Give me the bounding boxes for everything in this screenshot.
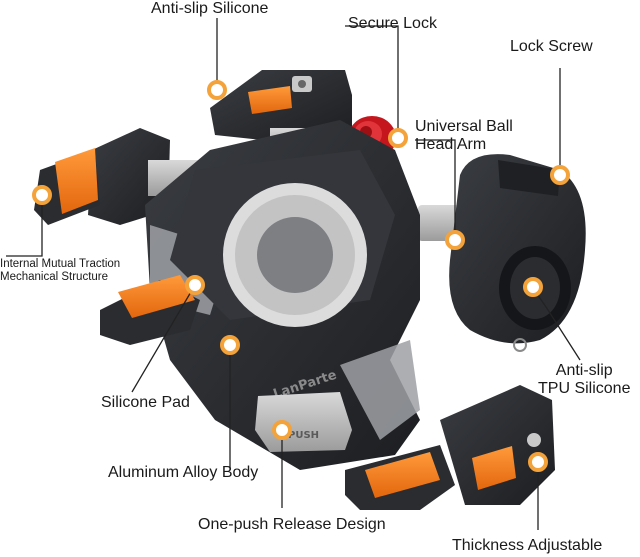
marker-secure-lock: [388, 128, 408, 148]
label-universal-ball-line1: Universal Ball: [415, 118, 513, 135]
thickness-adjust-screw-icon: [527, 433, 541, 447]
label-anti-slip-silicone: Anti-slip Silicone: [151, 0, 269, 17]
marker-anti-slip-silicone: [207, 80, 227, 100]
label-thickness-adjustable: Thickness Adjustable: [452, 537, 603, 554]
marker-tpu-silicone: [523, 277, 543, 297]
leader-silicone-pad: [131, 284, 196, 393]
label-internal-traction: Internal Mutual Traction Mechanical Stru…: [0, 258, 120, 284]
label-anti-slip-tpu: Anti-slip TPU Silicone: [538, 362, 630, 397]
marker-one-push: [272, 420, 292, 440]
bottom-left-silicone-pad: [118, 275, 195, 318]
main-body: LanParte: [145, 120, 420, 470]
left-grip: [34, 128, 208, 225]
bottom-release: PUSH: [255, 392, 352, 452]
body-right-panel: [340, 340, 420, 440]
label-universal-ball-line2: Head Arm: [415, 135, 487, 153]
marker-aluminum-body: [220, 335, 240, 355]
left-silicone-pad: [55, 148, 98, 214]
leader-universal-ball: [415, 139, 456, 240]
thickness-adjust-block: [440, 385, 555, 505]
label-internal-traction-line1: Internal Mutual Traction: [0, 258, 121, 270]
marker-universal-ball: [445, 230, 465, 250]
leader-secure-lock: [345, 25, 399, 136]
bottom-left-grip: [100, 275, 200, 345]
label-aluminum-alloy-body: Aluminum Alloy Body: [108, 464, 259, 481]
bottom-right-silicone-pad: [365, 452, 440, 498]
label-one-push-release: One-push Release Design: [198, 516, 386, 533]
marker-thickness: [528, 452, 548, 472]
callout-markers: [32, 80, 570, 472]
label-anti-slip-tpu-line2: TPU Silicone: [538, 379, 631, 397]
label-lock-screw: Lock Screw: [510, 38, 593, 55]
top-screw-icon: [298, 80, 306, 88]
thickness-adjust-pad: [472, 446, 516, 490]
marker-internal-traction: [32, 185, 52, 205]
label-internal-traction-line2: Mechanical Structure: [0, 271, 109, 284]
top-silicone-pad: [248, 86, 292, 114]
label-universal-ball-head-arm: Universal Ball Head Arm: [415, 118, 513, 153]
bottom-right-grip: [345, 385, 555, 510]
label-silicone-pad: Silicone Pad: [101, 394, 190, 411]
leader-internal-traction: [6, 195, 43, 257]
clamp-top-jaw: [498, 160, 560, 196]
marker-lock-screw: [550, 165, 570, 185]
marker-silicone-pad: [185, 275, 205, 295]
leader-lines: [6, 18, 581, 530]
clamp-hinge-icon: [513, 338, 527, 352]
one-push-release-button: [255, 392, 352, 452]
label-anti-slip-tpu-line1: Anti-slip: [555, 362, 613, 379]
push-label: PUSH: [288, 430, 319, 441]
label-secure-lock: Secure Lock: [348, 15, 437, 32]
magnetic-disc-center: [257, 217, 333, 293]
